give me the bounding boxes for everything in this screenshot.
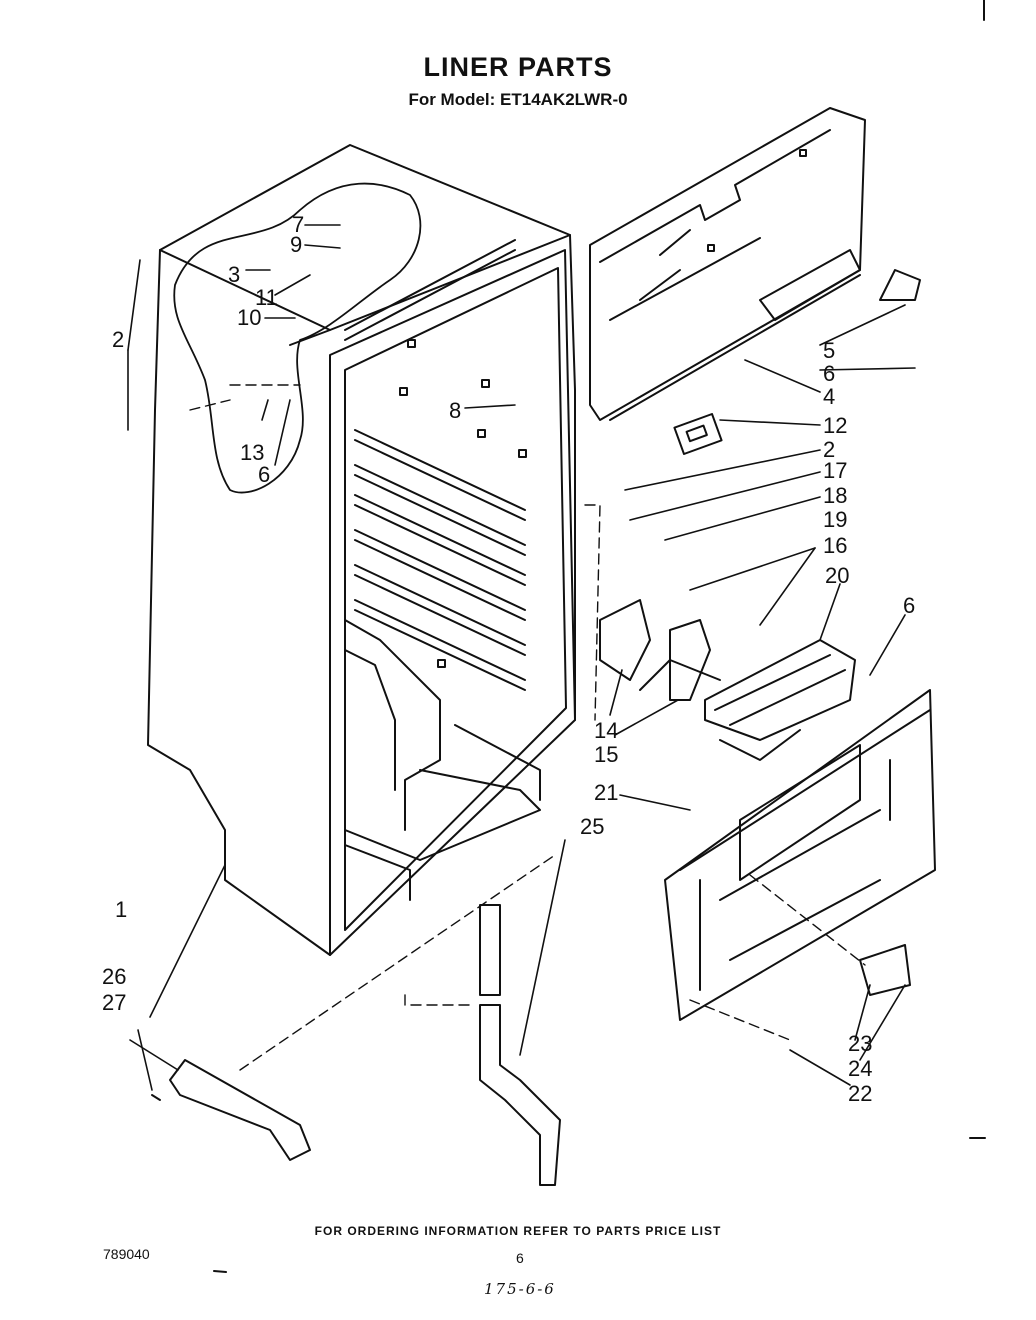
callout-14: 14	[594, 718, 618, 743]
callout-25: 25	[580, 814, 604, 839]
evaporator-cover	[664, 689, 936, 1021]
handwritten-note: 175-6-6	[484, 1280, 556, 1298]
callout-2: 2	[112, 327, 124, 352]
callout-1: 1	[115, 897, 127, 922]
callout-20: 20	[825, 563, 849, 588]
rear-panel	[589, 107, 921, 421]
page-number: 6	[516, 1250, 524, 1266]
page-title: LINER PARTS	[423, 52, 613, 82]
callout-23: 23	[848, 1031, 872, 1056]
callout-24: 24	[848, 1056, 872, 1081]
edge-mark	[213, 1270, 227, 1273]
callout-2b: 2	[823, 437, 835, 462]
callout-27: 27	[102, 990, 126, 1015]
callout-6c: 6	[903, 593, 915, 618]
mounting-bracket	[151, 1059, 311, 1161]
callout-16: 16	[823, 533, 847, 558]
callout-21: 21	[594, 780, 618, 805]
callout-17: 17	[823, 458, 847, 483]
callout-18: 18	[823, 483, 847, 508]
callout-4: 4	[823, 384, 835, 409]
callout-15: 15	[594, 742, 618, 767]
callout-11: 11	[255, 285, 278, 310]
callout-3: 3	[228, 262, 240, 287]
callout-8: 8	[449, 398, 461, 423]
divider-channel	[479, 904, 561, 1186]
callout-26: 26	[102, 964, 126, 989]
callout-10: 10	[237, 305, 261, 330]
callout-leaders	[127, 224, 916, 1091]
callout-labels: 1 2 3 6 7 9 11 10 13 8 2 4 5 6 12 17 18 …	[102, 212, 915, 1106]
callout-22: 22	[848, 1081, 872, 1106]
callout-13: 13	[240, 440, 264, 465]
fan-assembly	[599, 413, 856, 761]
alignment-lines	[189, 384, 866, 1071]
cabinet-liner	[147, 144, 576, 956]
callout-7: 7	[292, 212, 304, 237]
callout-9: 9	[290, 232, 302, 257]
ordering-note: FOR ORDERING INFORMATION REFER TO PARTS …	[314, 1224, 722, 1238]
document-number: 789040	[103, 1246, 150, 1262]
callout-12: 12	[823, 413, 847, 438]
callout-6b: 6	[823, 361, 835, 386]
model-subtitle: For Model: ET14AK2LWR-0	[408, 90, 628, 109]
callout-5: 5	[823, 338, 835, 363]
callout-19: 19	[823, 507, 847, 532]
callout-6: 6	[258, 462, 270, 487]
